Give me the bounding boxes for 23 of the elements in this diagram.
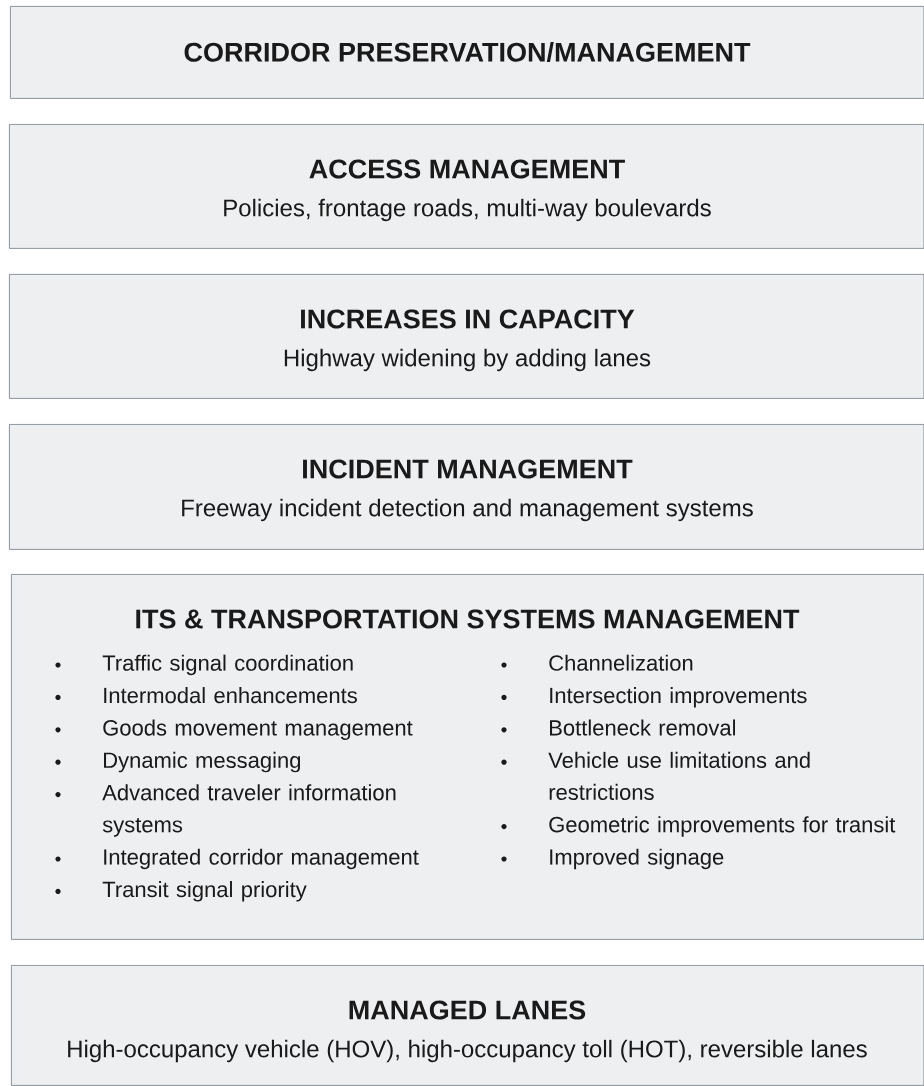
- bullet-item: Geometric improvements for transit: [501, 816, 896, 837]
- bullet-item: Integrated corridor management: [55, 848, 419, 870]
- box-description: Freeway incident detection and management systems: [182, 498, 753, 522]
- box-description: Highway widening by adding lanes: [284, 348, 651, 372]
- box-heading: ACCESS MANAGEMENT: [309, 159, 625, 179]
- box-heading: CORRIDOR PRESERVATION/MANAGEMENT: [184, 41, 751, 63]
- box-description: High-occupancy vehicle (HOV), high-occupancy toll (HOT), reversible lanes: [68, 1039, 867, 1063]
- bullet-item: Dynamic messaging: [55, 751, 301, 773]
- box-heading: INCREASES IN CAPACITY: [301, 309, 635, 329]
- bullet-item: Intersection improvements: [501, 687, 807, 708]
- bullet-item: Transit signal priority: [55, 881, 307, 902]
- bullet-item: Vehicle use limitations and restrictions: [501, 751, 810, 801]
- bullet-item: Bottleneck removal: [501, 719, 735, 736]
- bullet-item: Advanced traveler information systems: [55, 784, 396, 837]
- box-description: Policies, frontage roads, multi-way boulevards: [224, 198, 711, 222]
- box-heading: INCIDENT MANAGEMENT: [303, 459, 633, 479]
- box-heading: ITS & TRANSPORTATION SYSTEMS MANAGEMENT: [136, 609, 800, 629]
- bullet-item: Intermodal enhancements: [55, 687, 357, 704]
- bullet-item: Traffic signal coordination: [55, 654, 353, 676]
- bullet-item: Improved signage: [501, 848, 724, 870]
- box-heading: MANAGED LANES: [349, 1000, 586, 1020]
- bullet-item: Channelization: [501, 654, 693, 671]
- bullet-item: Goods movement management: [55, 719, 413, 740]
